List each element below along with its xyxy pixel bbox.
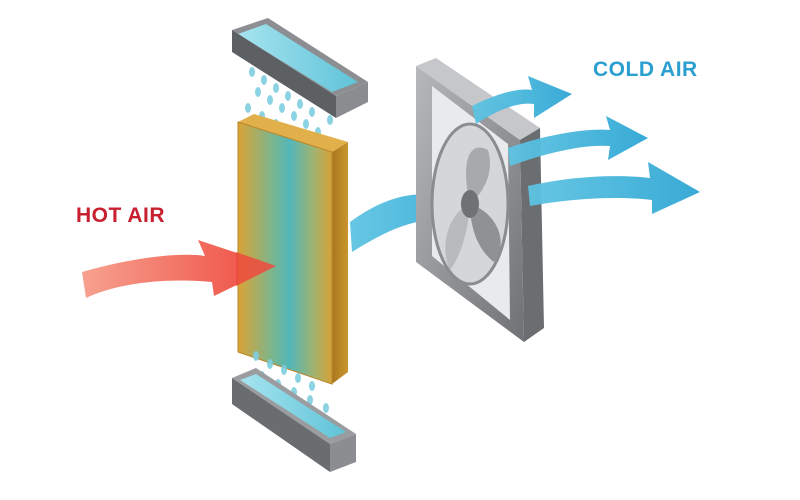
cooling-pad [237,114,348,385]
hot-air-label: HOT AIR [76,204,166,227]
hot-air-arrow-tip [236,252,276,286]
cold-air-arrows-output [472,76,700,214]
top-water-tray [232,18,368,118]
fan-blades [445,147,501,270]
cold-air-label: COLD AIR [593,58,698,81]
hot-air-arrow [82,240,276,298]
bottom-water-tray [232,368,356,472]
